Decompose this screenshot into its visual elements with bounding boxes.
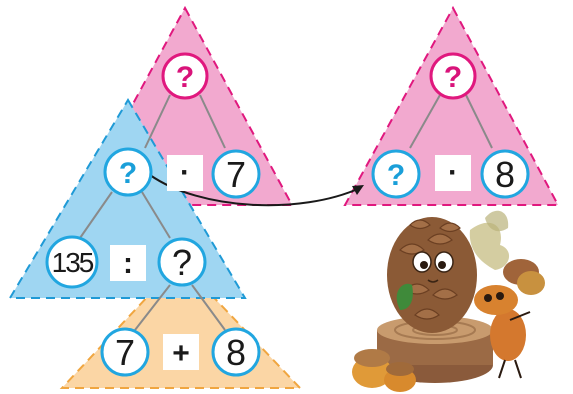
orange-operator: + [172,337,190,370]
right-pink-top-node[interactable]: ? [431,54,475,98]
orange-right-node: 8 [213,329,259,375]
blue-right-value: ? [172,242,192,283]
left-pink-operator-box: · [167,155,203,191]
right-pink-operator: · [448,156,458,189]
orange-left-node: 7 [102,329,148,375]
right-pink-left-node[interactable]: ? [373,151,419,197]
blue-operator: : [123,247,133,280]
blue-top-value: ? [119,157,137,190]
right-pink-top-value: ? [444,61,462,94]
right-pink-right-node: 8 [482,151,528,197]
left-pink-top-value: ? [176,61,194,94]
right-pink-left-value: ? [387,159,405,192]
left-pink-right-value: 7 [226,154,246,195]
orange-right-value: 8 [226,332,246,373]
blue-right-node[interactable]: ? [159,239,205,285]
blue-top-node[interactable]: ? [105,149,151,195]
blue-operator-box: : [110,245,146,281]
left-pink-operator: · [180,156,190,189]
orange-operator-box: + [163,334,199,370]
orange-left-value: 7 [115,332,135,373]
blue-left-node: 135 [47,237,97,287]
right-pink-operator-box: · [435,155,471,191]
left-pink-top-node[interactable]: ? [163,54,207,98]
blue-left-value: 135 [52,247,94,278]
decoration-illustration [352,211,545,392]
left-pink-right-node: 7 [213,151,259,197]
right-pink-right-value: 8 [495,154,515,195]
